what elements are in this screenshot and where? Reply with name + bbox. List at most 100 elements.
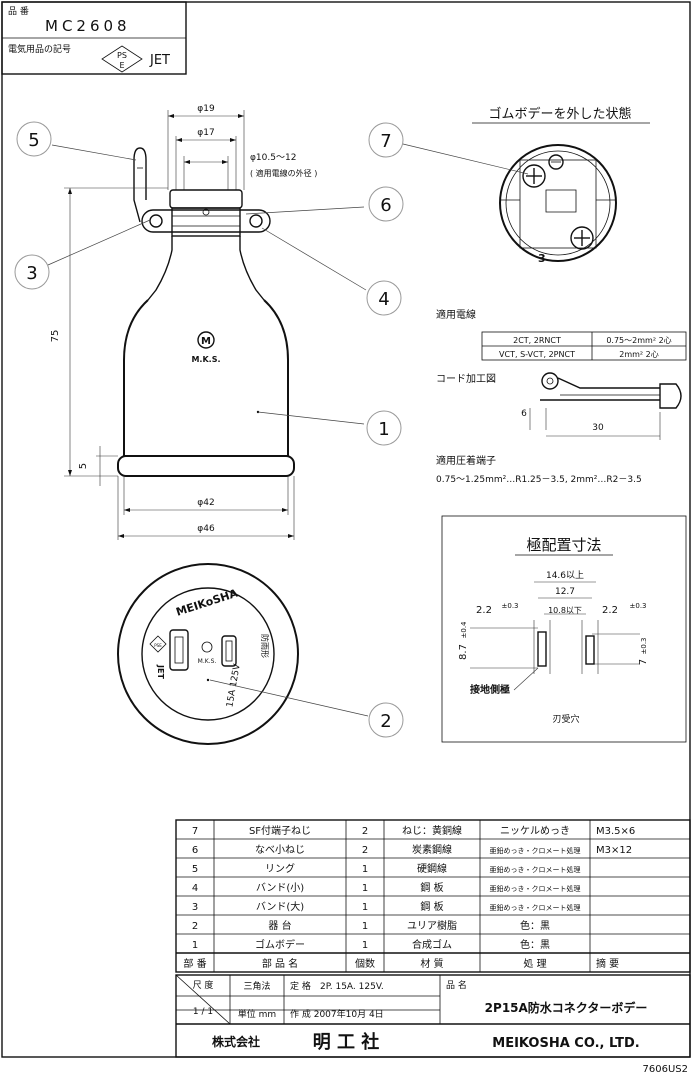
- parts-cell: ねじ：黄銅線: [402, 824, 462, 837]
- crimp-title: 適用圧着端子: [436, 454, 496, 467]
- header-block: 品 番 MC2608 電気用品の記号 PS E JET: [1, 1, 187, 75]
- scale-value: 1 / 1: [193, 1007, 213, 1017]
- parts-cell: ユリア樹脂: [407, 919, 457, 932]
- dim-phi19: φ19: [197, 104, 215, 114]
- part-number: MC2608: [45, 17, 131, 35]
- pole-h87: 8.7: [458, 644, 469, 660]
- parts-cell: 6: [192, 845, 198, 856]
- face-pse: PSE: [154, 643, 162, 648]
- parts-cell: バンド(小): [256, 882, 304, 894]
- parts-cell: 鋼 板: [420, 881, 443, 894]
- parts-cell: 亜鉛めっき・クロメート処理: [490, 846, 581, 855]
- cord-dim-b: 30: [592, 423, 604, 433]
- parts-cell: 鋼 板: [420, 900, 443, 913]
- parts-cell: 2: [362, 845, 368, 856]
- pole-tol-h7: ±0.3: [640, 638, 648, 655]
- parts-cell: ニッケルめっき: [500, 825, 570, 837]
- pole-tol-right: ±0.3: [630, 602, 647, 610]
- company-name: 明 工 社: [313, 1031, 380, 1053]
- callout-4: 4: [378, 289, 389, 310]
- rating-value: 2P. 15A. 125V.: [320, 982, 384, 992]
- parts-cell: リング: [265, 862, 295, 875]
- wire-spec: 適用電線 2CT, 2RNCT 0.75～2mm² 2心 VCT, S-VCT,…: [436, 308, 687, 361]
- face-pse-icon: [149, 635, 167, 653]
- cord-title: コード加工図: [436, 373, 496, 385]
- parts-header-cell: 部 品 名: [262, 957, 298, 970]
- callout-5: 5: [28, 130, 39, 151]
- title-block: 尺 度 1 / 1 三角法 単位 mm 定 格 2P. 15A. 125V. 作…: [175, 974, 691, 1075]
- parts-cell: 硬鋼線: [417, 862, 447, 875]
- product-name: 2P15A防水コネクターボデー: [485, 1000, 648, 1015]
- parts-header-cell: 処 理: [523, 957, 546, 970]
- pole-tol-left: ±0.3: [502, 602, 519, 610]
- parts-cell: 1: [362, 921, 368, 932]
- rating-label: 定 格: [290, 980, 311, 992]
- parts-cell: 4: [192, 883, 198, 894]
- pole-d108: 10.8以下: [548, 606, 582, 615]
- crimp-spec: 0.75～1.25mm²…R1.25－3.5, 2mm²…R2－3.5: [436, 475, 642, 485]
- drawing-number: 7606US2: [643, 1064, 688, 1075]
- face-waterproof: 防雨形: [260, 634, 270, 658]
- callout-6: 6: [380, 195, 391, 216]
- pole-blade-label: 刃受穴: [552, 713, 579, 725]
- wire-spec-title: 適用電線: [436, 308, 476, 321]
- unit: 単位 mm: [238, 1008, 276, 1020]
- parts-cell: 3: [192, 902, 198, 913]
- parts-cell: 2: [362, 826, 368, 837]
- pole-d22-right: 2.2: [602, 605, 618, 616]
- body-mark: M.K.S.: [191, 355, 220, 364]
- callout-2: 2: [380, 711, 391, 732]
- parts-cell: 1: [362, 883, 368, 894]
- parts-header-cell: 材 質: [420, 957, 443, 970]
- parts-header-cell: 個数: [355, 957, 375, 970]
- parts-header-cell: 部 番: [183, 957, 206, 970]
- pole-ground-label: 接地側極: [470, 683, 510, 696]
- cord-dim-a: 6: [521, 409, 527, 419]
- wire-row-2-type: VCT, S-VCT, 2PNCT: [499, 350, 575, 359]
- wire-row-2-size: 2mm² 2心: [619, 350, 659, 359]
- dim-cable-range: φ10.5～12: [250, 153, 296, 163]
- face-brand: MEIKoSHA: [174, 586, 239, 618]
- parts-header-cell: 摘 要: [596, 957, 619, 970]
- jet-mark: JET: [149, 53, 170, 68]
- dim-phi42: φ42: [197, 498, 214, 508]
- parts-cell: M3.5×6: [596, 826, 635, 837]
- dim-phi17: φ17: [197, 128, 214, 138]
- company-jp: 株式会社: [212, 1034, 260, 1049]
- removed-view: ゴムボデーを外した状態 3: [402, 106, 650, 265]
- scale-label: 尺 度: [193, 979, 214, 991]
- parts-cell: M3×12: [596, 845, 632, 856]
- body-logo-icon: M: [201, 336, 211, 347]
- parts-cell: 2: [192, 921, 198, 932]
- parts-cell: 色：黒: [520, 938, 550, 951]
- product-label: 品 名: [446, 979, 467, 991]
- parts-cell: ゴムボデー: [255, 938, 305, 951]
- parts-cell: なべ小ねじ: [255, 844, 305, 856]
- dim-phi46: φ46: [197, 524, 215, 534]
- parts-cell: 合成ゴム: [412, 938, 452, 951]
- parts-cell: SF付端子ねじ: [249, 824, 311, 837]
- parts-cell: 亜鉛めっき・クロメート処理: [490, 865, 581, 874]
- part-number-label: 品 番: [8, 5, 29, 17]
- wire-row-1-size: 0.75～2mm² 2心: [606, 336, 671, 345]
- terminal-mark: 3: [538, 252, 546, 265]
- parts-cell: 5: [192, 864, 198, 875]
- dim-bottom: 5: [78, 463, 89, 469]
- parts-cell: 7: [192, 826, 198, 837]
- dim-cable-note: ( 適用電線の外径 ): [250, 168, 317, 178]
- face-mark: M.K.S.: [198, 658, 217, 665]
- pole-d22-left: 2.2: [476, 605, 492, 616]
- pole-layout: 極配置寸法 14.6以上 12.7 10.8以下 2.2 ±0.3 2.2 ±0…: [441, 515, 687, 743]
- callout-1: 1: [378, 419, 389, 440]
- parts-cell: 1: [362, 864, 368, 875]
- callout-3: 3: [26, 263, 37, 284]
- parts-cell: 器 台: [268, 919, 291, 932]
- parts-cell: 炭素鋼線: [412, 843, 452, 856]
- parts-cell: 亜鉛めっき・クロメート処理: [490, 903, 581, 912]
- removed-view-title: ゴムボデーを外した状態: [488, 106, 631, 122]
- side-view: φ19 φ17 φ10.5～12 ( 適用電線の外径 ): [47, 104, 367, 540]
- parts-cell: 色：黒: [520, 919, 550, 932]
- callout-7: 7: [380, 131, 391, 152]
